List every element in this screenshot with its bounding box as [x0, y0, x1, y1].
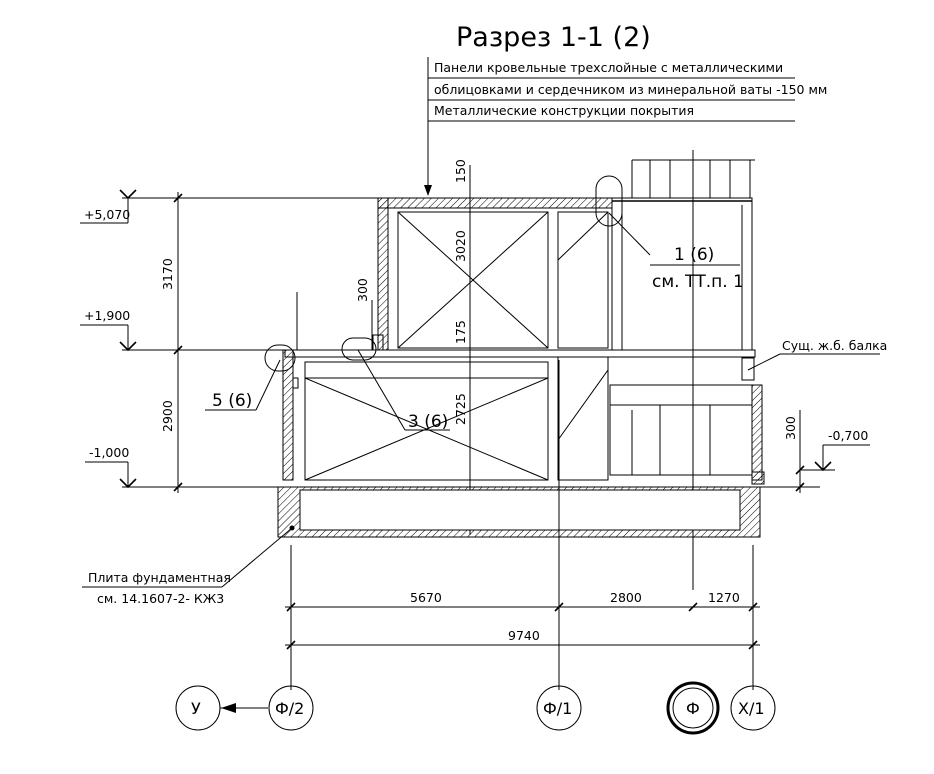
- lower-volume: [282, 349, 756, 481]
- axis-f: Ф: [686, 699, 700, 718]
- dim-3020: 3020: [453, 230, 468, 262]
- dim-right-300: 300: [783, 416, 798, 440]
- callout-5-6: 5 (6): [212, 391, 252, 411]
- foundation-slab: Плита фундаментная см. 14.1607-2- КЖ3: [82, 486, 761, 606]
- level-mid: +1,900: [84, 308, 130, 323]
- foundation-note-2: см. 14.1607-2- КЖ3: [97, 591, 224, 606]
- callout-3-6: 3 (6): [408, 412, 448, 432]
- foundation-note-1: Плита фундаментная: [88, 570, 231, 585]
- dim-175: 175: [453, 320, 468, 344]
- dim-9740: 9740: [508, 628, 540, 643]
- level-top: +5,070: [84, 207, 130, 222]
- dim-2900: 2900: [160, 400, 175, 432]
- vertical-dimensions: 3170 2900 300 150 3020 175 2725 900 300: [160, 159, 805, 535]
- note-2: облицовками и сердечником из минеральной…: [434, 82, 827, 97]
- upper-volume: [296, 197, 613, 351]
- level-markers: +5,070 +1,900 -1,000 -0,700: [80, 189, 870, 489]
- existing-structure: [609, 150, 765, 590]
- axis-x1: Х/1: [738, 699, 765, 718]
- axis-f1: Ф/1: [543, 699, 572, 718]
- note-1: Панели кровельные трехслойные с металлич…: [434, 60, 783, 75]
- dim-2800: 2800: [610, 590, 642, 605]
- dim-2725: 2725: [453, 393, 468, 425]
- dim-5670: 5670: [410, 590, 442, 605]
- dim-1270: 1270: [708, 590, 740, 605]
- callout-1-ref: см. ТТ.п. 1: [652, 272, 744, 292]
- callout-1-6: 1 (6): [674, 245, 714, 265]
- note-3: Металлические конструкции покрытия: [434, 103, 694, 118]
- notes-table: Панели кровельные трехслойные с металлич…: [424, 57, 827, 196]
- dim-300: 300: [355, 278, 370, 302]
- drawing-title: Разрез 1-1 (2): [456, 22, 651, 53]
- axis-u: У: [191, 699, 201, 718]
- dim-3170: 3170: [160, 258, 175, 290]
- level-low: -1,000: [89, 445, 129, 460]
- horizontal-dimensions: 5670 2800 1270 9740: [285, 360, 760, 690]
- dim-150: 150: [453, 159, 468, 183]
- callouts: 1 (6) см. ТТ.п. 1 5 (6) 3 (6) Сущ. ж.б. …: [205, 175, 887, 432]
- arrow-icon: [221, 703, 236, 713]
- grid-axes: У Ф/2 Ф/1 Ф Х/1: [175, 681, 776, 735]
- beam-label: Сущ. ж.б. балка: [782, 338, 887, 353]
- axis-f2: Ф/2: [275, 699, 304, 718]
- level-right: -0,700: [828, 428, 868, 443]
